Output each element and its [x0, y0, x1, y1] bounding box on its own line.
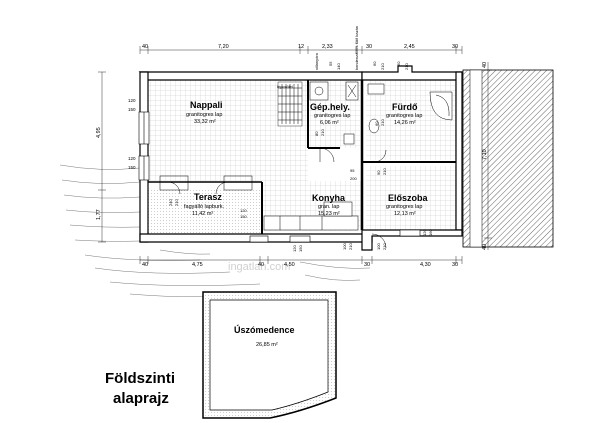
- room-eloszoba-floor: granitogres lap: [386, 204, 422, 210]
- label-t-120: 120: [240, 208, 247, 213]
- room-konyha-floor: gran. lap: [318, 204, 339, 210]
- villanyora-label: villanyóra: [314, 52, 319, 70]
- label-d-210b: 210: [382, 168, 387, 175]
- bottom-dim-5: 30: [364, 262, 370, 268]
- top-dim-3: 12: [298, 44, 304, 50]
- terasz-floor: [148, 190, 260, 234]
- label-top-60a: 60: [372, 61, 377, 66]
- label-d-90: 90: [376, 170, 381, 175]
- top-dim-5: 30: [366, 44, 372, 50]
- label-top-210b: 210: [404, 63, 409, 70]
- room-furdo-name: Fürdő: [392, 102, 418, 112]
- label-d-80: 80: [314, 131, 319, 136]
- right-dim-2: 7,10: [482, 149, 488, 160]
- lepcso-label: lépcsőfel: [277, 84, 293, 89]
- room-furdo-floor: granitogres lap: [386, 113, 422, 119]
- eloszoba-floor: [366, 166, 456, 230]
- dimension-lines: [98, 46, 492, 264]
- label-e-120: 120: [422, 229, 427, 236]
- bottom-dim-3: 40: [258, 262, 264, 268]
- room-nappali-floor: granitogres lap: [186, 112, 222, 118]
- label-d-200: 200: [350, 176, 357, 181]
- label-top-60b: 60: [396, 61, 401, 66]
- top-dim-6: 2,45: [404, 44, 415, 50]
- label-win2-120: 120: [128, 156, 136, 161]
- label-d-210: 210: [320, 129, 325, 136]
- room-gephely-area: 6,06 m²: [320, 120, 339, 126]
- pool: [202, 291, 337, 419]
- label-top-210a: 210: [380, 63, 385, 70]
- left-dim-1: 4,95: [96, 127, 102, 138]
- room-terasz-name: Terasz: [194, 192, 222, 202]
- label-d-210c: 210: [380, 119, 385, 126]
- room-terasz-area: 11,42 m²: [192, 211, 213, 217]
- plan-title-line2: alaprajz: [113, 390, 169, 407]
- kazan-label: kondenzációs fűtő kazán: [354, 26, 359, 70]
- label-e-210: 210: [382, 243, 387, 250]
- room-furdo-area: 14,26 m²: [394, 120, 416, 126]
- label-top-55: 55: [328, 61, 333, 66]
- room-terasz-floor: fagyálló lapburk.: [184, 204, 225, 210]
- right-dim-1: 40: [482, 62, 488, 68]
- label-t-210: 210: [174, 199, 179, 206]
- plan-title-line1: Földszinti: [105, 370, 175, 387]
- toilet-icon: [368, 118, 380, 134]
- room-konyha-area: 15,23 m²: [318, 211, 340, 217]
- top-dim-7: 30: [452, 44, 458, 50]
- fixtures: [263, 81, 453, 231]
- room-eloszoba-name: Előszoba: [388, 193, 429, 203]
- right-dim-3: 40: [482, 244, 488, 250]
- windows: [138, 111, 421, 243]
- label-win2-150: 150: [128, 165, 136, 170]
- room-nappali-area: 33,32 m²: [194, 119, 216, 125]
- label-e2-210: 210: [348, 243, 353, 250]
- label-top-140: 140: [336, 63, 341, 70]
- label-k-150: 150: [298, 245, 303, 252]
- top-dim-2: 7,20: [218, 44, 229, 50]
- room-gephely-floor: granitogres lap: [314, 113, 350, 119]
- driveway: [462, 69, 554, 248]
- label-win-120: 120: [128, 98, 136, 103]
- label-t-150: 150: [240, 214, 247, 219]
- label-e-160: 160: [428, 229, 433, 236]
- label-t-240: 240: [168, 199, 173, 206]
- heater-icon: [314, 86, 324, 96]
- bottom-dim-6: 4,30: [420, 262, 431, 268]
- bottom-dim-4: 4,50: [284, 262, 295, 268]
- bottom-dim-7: 30: [452, 262, 458, 268]
- label-win-150: 150: [128, 107, 136, 112]
- top-dim-4: 2,33: [322, 44, 333, 50]
- bottom-dim-1: 40: [142, 262, 148, 268]
- left-dim-2: 1,77: [96, 209, 102, 220]
- room-nappali-name: Nappali: [190, 100, 223, 110]
- room-gephely-name: Gép.hely.: [310, 102, 350, 112]
- doors: [159, 147, 387, 249]
- pool-name: Úszómedence: [234, 324, 295, 335]
- label-d-60: 60: [374, 121, 379, 126]
- label-e-100: 100: [376, 243, 381, 250]
- label-d-95: 95: [350, 168, 355, 173]
- label-k-120: 120: [292, 245, 297, 252]
- terrain-lines: [59, 164, 371, 297]
- pool-area: 26,85 m²: [256, 342, 278, 348]
- top-dim-1: 40: [142, 44, 148, 50]
- room-konyha-name: Konyha: [312, 193, 346, 203]
- room-eloszoba-area: 12,13 m²: [394, 211, 416, 217]
- label-e2-100: 100: [342, 243, 347, 250]
- watermark: ingatlan.com: [228, 261, 290, 273]
- bottom-dim-2: 4,75: [192, 262, 203, 268]
